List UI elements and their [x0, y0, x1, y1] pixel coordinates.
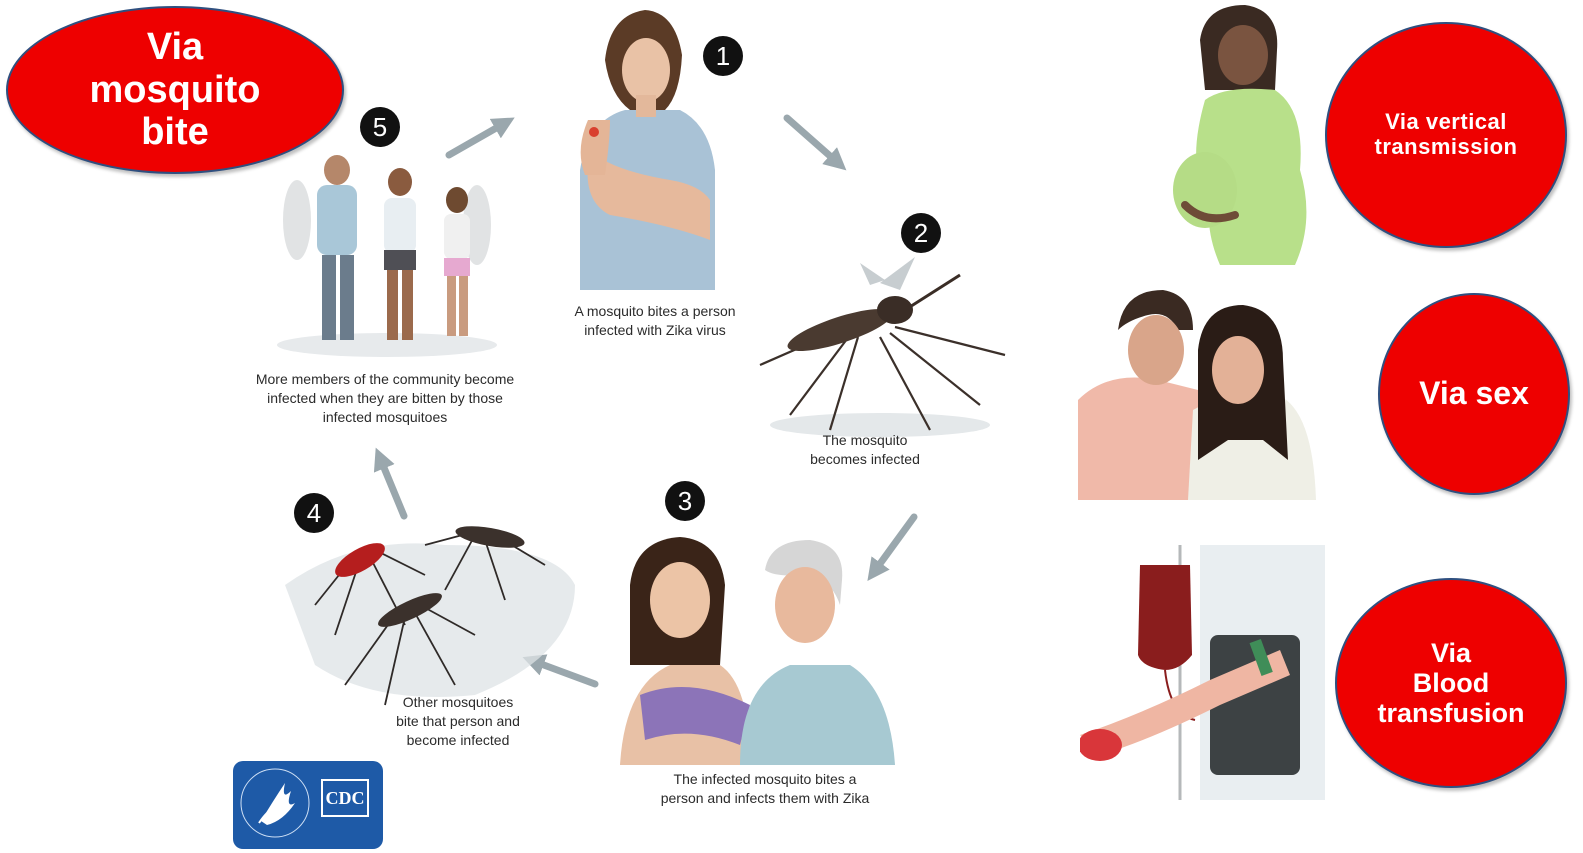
- caption-line: infected mosquitoes: [225, 408, 545, 427]
- caption-line: Other mosquitoes: [368, 693, 548, 712]
- blood-transfusion-illustration: [1080, 545, 1325, 800]
- pregnant-woman-illustration: [1165, 0, 1335, 265]
- caption-line: become infected: [368, 731, 548, 750]
- caption-step-5: More members of the community become inf…: [225, 370, 545, 427]
- infected-couple-illustration: [600, 515, 900, 765]
- caption-line: becomes infected: [780, 450, 950, 469]
- arrow-1-to-2: [787, 118, 838, 163]
- caption-line: A mosquito bites a person: [545, 302, 765, 321]
- community-group-illustration: [272, 150, 502, 360]
- caption-step-1: A mosquito bites a person infected with …: [545, 302, 765, 340]
- step-number-1: 1: [703, 36, 743, 76]
- couple-illustration: [1078, 290, 1318, 500]
- caption-line: infected when they are bitten by those: [225, 389, 545, 408]
- caption-line: The infected mosquito bites a: [630, 770, 900, 789]
- caption-line: person and infects them with Zika: [630, 789, 900, 808]
- caption-line: The mosquito: [780, 431, 950, 450]
- caption-line: infected with Zika virus: [545, 321, 765, 340]
- caption-line: More members of the community become: [225, 370, 545, 389]
- caption-step-4: Other mosquitoes bite that person and be…: [368, 693, 548, 750]
- caption-step-2: The mosquito becomes infected: [780, 431, 950, 469]
- cdc-wordmark: CDC: [321, 779, 369, 817]
- hhs-eagle-icon: [233, 761, 313, 849]
- step-number-3: 3: [665, 481, 705, 521]
- step-number-2: 2: [901, 213, 941, 253]
- caption-step-3: The infected mosquito bites a person and…: [630, 770, 900, 808]
- caption-line: bite that person and: [368, 712, 548, 731]
- step-number-4: 4: [294, 493, 334, 533]
- cdc-logo: CDC: [233, 761, 383, 849]
- mosquitoes-group-illustration: [275, 505, 595, 715]
- woman-with-bite-illustration: [570, 0, 720, 290]
- step-number-5: 5: [360, 107, 400, 147]
- mosquito-illustration: [730, 255, 1010, 445]
